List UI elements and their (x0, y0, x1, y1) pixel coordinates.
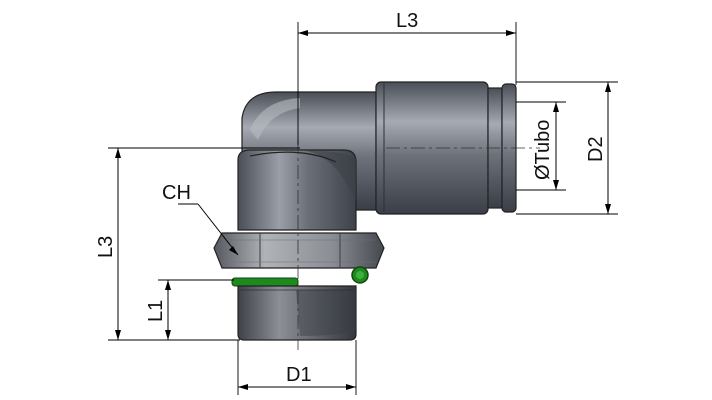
label-d1: D1 (286, 364, 312, 386)
dimension-l1: L1 (145, 279, 234, 340)
threaded-shank (237, 285, 357, 341)
dimension-l3-top: L3 (297, 10, 517, 145)
dimension-tube: ØTubo (516, 101, 566, 191)
elbow-highlight (250, 98, 300, 140)
body-ridge (296, 150, 356, 200)
dimension-d2: D2 (516, 81, 618, 215)
o-ring-seal (231, 277, 299, 287)
label-tube: ØTubo (532, 120, 554, 180)
label-ch: CH (162, 182, 191, 204)
hex-nut (213, 232, 385, 269)
fitting-body (213, 81, 540, 350)
shank-groove (296, 290, 356, 336)
callout-ch: CH (162, 182, 239, 256)
label-d2: D2 (585, 136, 607, 162)
label-l1: L1 (145, 300, 167, 322)
dimension-l3-left: L3 (95, 147, 300, 341)
dimension-d1: D1 (237, 340, 357, 395)
label-l3-top: L3 (396, 10, 418, 32)
label-l3-left: L3 (95, 236, 117, 258)
